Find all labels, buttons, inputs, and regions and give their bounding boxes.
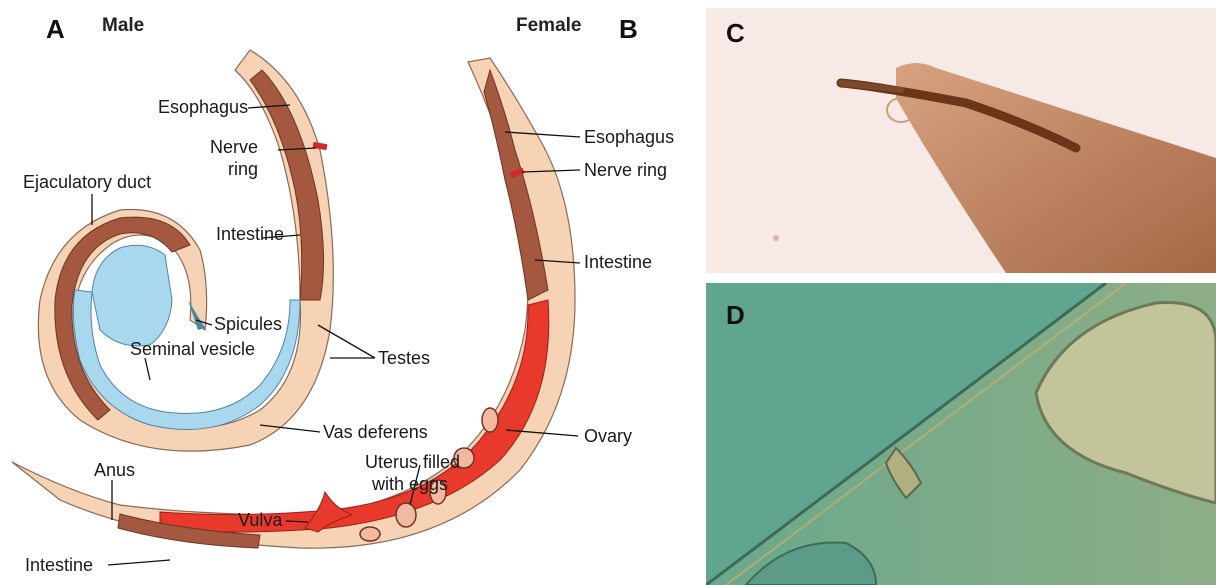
label-vas-deferens: Vas deferens (323, 422, 428, 442)
label-intestine-male: Intestine (216, 224, 284, 244)
label-spicules: Spicules (214, 314, 282, 334)
micrograph-c-image (706, 8, 1216, 273)
label-nerve-ring-male-2: ring (228, 159, 258, 179)
label-uterus-line1: Uterus filled (365, 452, 460, 472)
micrograph-c (706, 8, 1216, 273)
label-uterus-line2: with eggs (371, 474, 448, 494)
panel-letter-c: C (726, 18, 745, 49)
label-ejaculatory-duct: Ejaculatory duct (23, 172, 151, 192)
label-esophagus-female: Esophagus (584, 127, 674, 147)
micrograph-d (706, 283, 1216, 585)
label-testes: Testes (378, 348, 430, 368)
seminal-vesicle-inner (92, 245, 172, 346)
label-nerve-ring-female: Nerve ring (584, 160, 667, 180)
label-intestine-female-upper: Intestine (584, 252, 652, 272)
label-nerve-ring-male-1: Nerve (210, 137, 258, 157)
label-esophagus-male: Esophagus (158, 97, 248, 117)
nematode-anatomy-diagram: Esophagus Nerve ring Ejaculatory duct In… (0, 0, 705, 585)
label-ovary: Ovary (584, 426, 632, 446)
micrograph-d-image (706, 283, 1216, 585)
label-vulva: Vulva (238, 510, 283, 530)
panel-letter-d: D (726, 300, 745, 331)
label-seminal-vesicle: Seminal vesicle (130, 339, 255, 359)
label-anus: Anus (94, 460, 135, 480)
label-intestine-female-lower: Intestine (25, 555, 93, 575)
